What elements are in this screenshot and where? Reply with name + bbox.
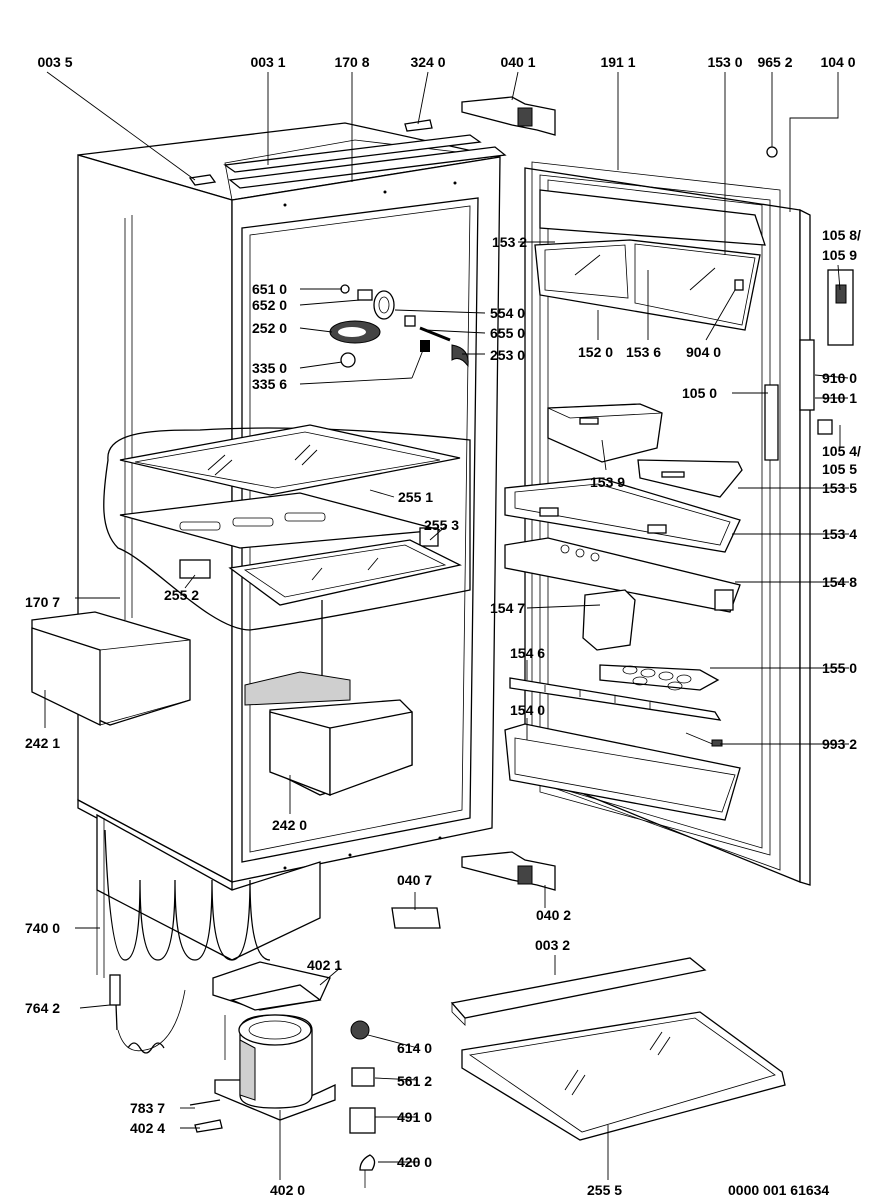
label-655-0: 655 0 xyxy=(490,325,525,341)
label-255-5: 255 5 xyxy=(587,1182,622,1198)
crisper-drawer-outer xyxy=(31,611,191,727)
label-153-9: 153 9 xyxy=(590,474,625,490)
door-seal xyxy=(531,161,781,871)
label-252-0: 252 0 xyxy=(252,320,287,336)
label-191-1: 191 1 xyxy=(600,54,635,70)
label-154-7: 154 7 xyxy=(490,600,525,616)
bottom-hinge xyxy=(461,851,556,891)
frame-screws xyxy=(283,181,457,870)
bottle-retainer-upper xyxy=(504,537,741,613)
label-993-2: 993 2 xyxy=(822,736,857,752)
label-105-9: 105 9 xyxy=(822,247,857,263)
label-105-5: 105 5 xyxy=(822,461,857,477)
label-040-1: 040 1 xyxy=(500,54,535,70)
label-154-6: 154 6 xyxy=(510,645,545,661)
label-904-0: 904 0 xyxy=(686,344,721,360)
label-152-0: 152 0 xyxy=(578,344,613,360)
label-491-0: 491 0 xyxy=(397,1109,432,1125)
top-hinge xyxy=(461,96,556,136)
label-242-0: 242 0 xyxy=(272,817,307,833)
label-104-0: 104 0 xyxy=(820,54,855,70)
label-554-0: 554 0 xyxy=(490,305,525,321)
label-614-0: 614 0 xyxy=(397,1040,432,1056)
label-783-7: 783 7 xyxy=(130,1100,165,1116)
label-255-1: 255 1 xyxy=(398,489,433,505)
cutaway-outline xyxy=(103,427,471,631)
label-324-0: 324 0 xyxy=(410,54,445,70)
top-small-part xyxy=(404,119,433,132)
label-764-2: 764 2 xyxy=(25,1000,60,1016)
condenser xyxy=(96,813,321,978)
door-shelf-upper xyxy=(504,477,741,553)
label-253-0: 253 0 xyxy=(490,347,525,363)
hinge-plate xyxy=(391,907,441,929)
label-402-4: 402 4 xyxy=(130,1120,165,1136)
label-153-4: 153 4 xyxy=(822,526,857,542)
label-105-8: 105 8/ xyxy=(822,227,861,243)
label-910-0: 910 0 xyxy=(822,370,857,386)
label-652-0: 652 0 xyxy=(252,297,287,313)
label-003-2: 003 2 xyxy=(535,937,570,953)
label-153-2: 153 2 xyxy=(492,234,527,250)
label-402-0: 402 0 xyxy=(270,1182,305,1198)
butter-box xyxy=(547,403,663,463)
label-335-0: 335 0 xyxy=(252,360,287,376)
label-561-2: 561 2 xyxy=(397,1073,432,1089)
label-153-5: 153 5 xyxy=(822,480,857,496)
label-335-6: 335 6 xyxy=(252,376,287,392)
label-040-2: 040 2 xyxy=(536,907,571,923)
bottle-retainer-lower xyxy=(509,677,722,721)
capillary-coil xyxy=(109,974,186,1054)
label-170-7: 170 7 xyxy=(25,594,60,610)
label-910-1: 910 1 xyxy=(822,390,857,406)
label-651-0: 651 0 xyxy=(252,281,287,297)
label-965-2: 965 2 xyxy=(757,54,792,70)
label-040-7: 040 7 xyxy=(397,872,432,888)
document-number: 0000 001 61634 xyxy=(728,1182,829,1198)
label-003-5: 003 5 xyxy=(37,54,72,70)
compressor xyxy=(214,1014,336,1121)
label-153-0: 153 0 xyxy=(707,54,742,70)
compressor-bracket xyxy=(212,961,331,1011)
top-panel-lower xyxy=(450,957,707,1026)
label-105-4: 105 4/ xyxy=(822,443,861,459)
bottle-shelf xyxy=(504,723,741,821)
small-box xyxy=(637,459,743,498)
label-154-0: 154 0 xyxy=(510,702,545,718)
glass-shelf-lower xyxy=(228,539,462,606)
label-255-2: 255 2 xyxy=(164,587,199,603)
glass-shelf-upper xyxy=(119,424,461,496)
label-003-1: 003 1 xyxy=(250,54,285,70)
label-153-6: 153 6 xyxy=(626,344,661,360)
label-740-0: 740 0 xyxy=(25,920,60,936)
crisper-drawer-inner xyxy=(244,671,413,796)
dairy-compartment xyxy=(534,189,766,331)
leader-lines xyxy=(44,71,849,1180)
glass-shelf-middle xyxy=(119,492,441,579)
label-242-1: 242 1 xyxy=(25,735,60,751)
cover-panel xyxy=(461,1011,786,1141)
label-170-8: 170 8 xyxy=(334,54,369,70)
label-105-0: 105 0 xyxy=(682,385,717,401)
label-255-3: 255 3 xyxy=(424,517,459,533)
label-154-8: 154 8 xyxy=(822,574,857,590)
part-labels: 003 5 003 1 170 8 324 0 040 1 191 1 153 … xyxy=(25,54,861,1198)
compressor-accessories xyxy=(189,1020,376,1188)
label-155-0: 155 0 xyxy=(822,660,857,676)
label-420-0: 420 0 xyxy=(397,1154,432,1170)
label-402-1: 402 1 xyxy=(307,957,342,973)
